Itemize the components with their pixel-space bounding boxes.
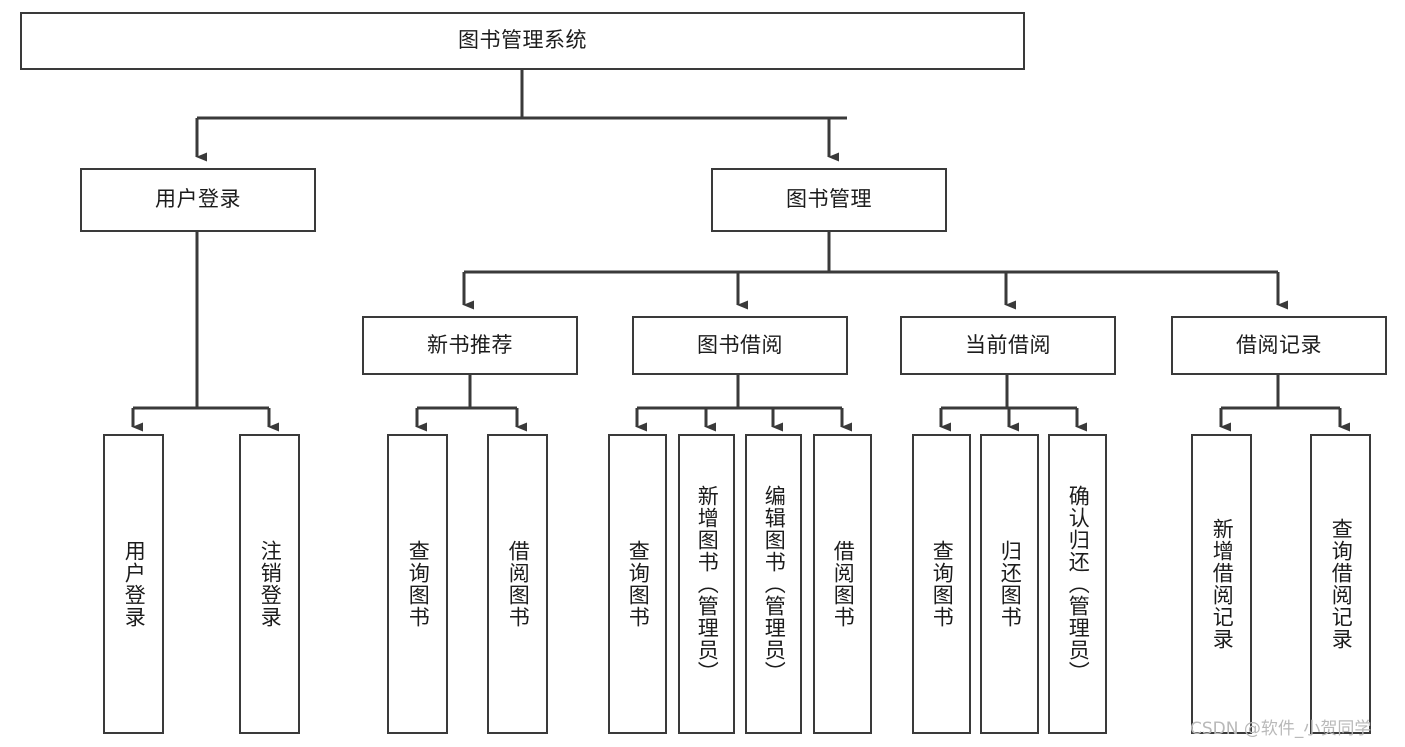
leaf-new-book-2-label: 借阅图书 xyxy=(506,540,531,628)
node-new-book-recommend-label: 新书推荐 xyxy=(427,332,513,357)
leaf-borrow-record-2[interactable]: 查询借阅记录 xyxy=(1310,434,1371,734)
leaf-current-borrow-2-label: 归还图书 xyxy=(998,540,1023,628)
leaf-borrow-record-1[interactable]: 新增借阅记录 xyxy=(1191,434,1252,734)
node-user-login-label: 用户登录 xyxy=(155,187,241,212)
node-book-manage-label: 图书管理 xyxy=(786,187,872,212)
leaf-current-borrow-3-label: 确认归还（管理员） xyxy=(1066,485,1091,683)
node-book-manage[interactable]: 图书管理 xyxy=(711,168,947,232)
node-borrow-record[interactable]: 借阅记录 xyxy=(1171,316,1387,375)
leaf-user-login-1[interactable]: 用户登录 xyxy=(103,434,164,734)
leaf-new-book-1-label: 查询图书 xyxy=(406,540,431,628)
leaf-book-borrow-1[interactable]: 查询图书 xyxy=(608,434,667,734)
leaf-book-borrow-2[interactable]: 新增图书（管理员） xyxy=(678,434,735,734)
node-current-borrow[interactable]: 当前借阅 xyxy=(900,316,1116,375)
watermark: CSDN @软件_小贺同学 xyxy=(1190,719,1372,739)
leaf-new-book-1[interactable]: 查询图书 xyxy=(387,434,448,734)
leaf-book-borrow-4[interactable]: 借阅图书 xyxy=(813,434,872,734)
node-new-book-recommend[interactable]: 新书推荐 xyxy=(362,316,578,375)
leaf-book-borrow-2-label: 新增图书（管理员） xyxy=(695,485,720,683)
node-user-login[interactable]: 用户登录 xyxy=(80,168,316,232)
leaf-current-borrow-1[interactable]: 查询图书 xyxy=(912,434,971,734)
node-current-borrow-label: 当前借阅 xyxy=(965,332,1051,357)
leaf-current-borrow-2[interactable]: 归还图书 xyxy=(980,434,1039,734)
leaf-user-login-2-label: 注销登录 xyxy=(258,540,283,628)
leaf-user-login-2[interactable]: 注销登录 xyxy=(239,434,300,734)
node-root-label: 图书管理系统 xyxy=(458,28,587,53)
leaf-current-borrow-3[interactable]: 确认归还（管理员） xyxy=(1048,434,1107,734)
leaf-borrow-record-1-label: 新增借阅记录 xyxy=(1210,518,1235,650)
leaf-new-book-2[interactable]: 借阅图书 xyxy=(487,434,548,734)
leaf-book-borrow-1-label: 查询图书 xyxy=(626,540,651,628)
node-book-borrow[interactable]: 图书借阅 xyxy=(632,316,848,375)
leaf-borrow-record-2-label: 查询借阅记录 xyxy=(1329,518,1354,650)
node-book-borrow-label: 图书借阅 xyxy=(697,332,783,357)
leaf-book-borrow-3-label: 编辑图书（管理员） xyxy=(762,485,787,683)
node-root[interactable]: 图书管理系统 xyxy=(20,12,1025,70)
leaf-user-login-1-label: 用户登录 xyxy=(122,540,147,628)
node-borrow-record-label: 借阅记录 xyxy=(1236,332,1322,357)
leaf-current-borrow-1-label: 查询图书 xyxy=(930,540,955,628)
leaf-book-borrow-4-label: 借阅图书 xyxy=(831,540,856,628)
leaf-book-borrow-3[interactable]: 编辑图书（管理员） xyxy=(745,434,802,734)
